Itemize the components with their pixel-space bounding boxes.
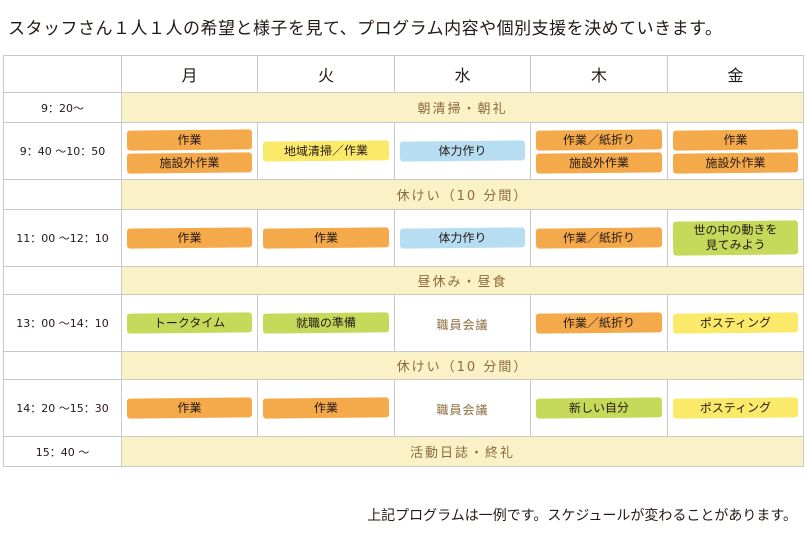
time-cell: 11：00 〜12：10 [3,209,122,267]
activity-label: 作業／紙折り [535,128,663,151]
day-header-row: 月 火 水 木 金 [3,55,804,93]
activity-label: 地域清掃／作業 [262,140,390,162]
all-days-activity-band: 活動日誌・終礼 [121,436,804,467]
activity-cell-monday: 作業 [121,209,258,267]
day-monday: 月 [121,55,258,93]
all-days-activity-band: 朝清掃・朝礼 [121,92,804,123]
all-days-activity-band: 休けい（10 分間） [121,351,804,380]
time-cell: 15：40 〜 [3,436,122,467]
activity-label: 作業 [262,227,390,249]
band-row: 15：40 〜活動日誌・終礼 [3,436,804,467]
day-friday: 金 [667,55,804,93]
activity-cell-friday: 世の中の動きを 見てみよう [667,209,804,267]
activity-cell-thursday: 作業／紙折り [530,294,668,352]
activity-label: 作業 [262,397,390,419]
activity-cell-thursday: 作業／紙折り施設外作業 [530,122,668,180]
activity-label: ポスティング [672,312,799,334]
time-cell [3,179,122,210]
band-row: 休けい（10 分間） [3,351,804,380]
activity-label: トークタイム [126,312,253,334]
activity-label: 職員会議 [436,402,489,417]
activity-label: 作業 [126,227,253,249]
footer-note: 上記プログラムは一例です。スケジュールが変わることがあります。 [367,508,797,524]
activity-cell-friday: ポスティング [667,294,804,352]
activity-cell-tuesday: 作業 [257,379,395,437]
time-cell: 13：00 〜14：10 [3,294,122,352]
activity-cell-monday: 作業 [121,379,258,437]
activity-cell-wednesday: 体力作り [394,122,531,180]
all-days-activity-band: 休けい（10 分間） [121,179,804,210]
activity-cell-friday: 作業施設外作業 [667,122,804,180]
activity-cell-monday: トークタイム [121,294,258,352]
activity-cell-thursday: 作業／紙折り [530,209,668,267]
band-row: 9：20〜朝清掃・朝礼 [3,92,804,123]
activity-label: 新しい自分 [535,397,663,419]
activity-cell-tuesday: 地域清掃／作業 [257,122,395,180]
activity-cell-wednesday: 体力作り [394,209,531,267]
activity-cell-tuesday: 就職の準備 [257,294,395,352]
activity-label: 作業 [672,128,799,151]
activity-label: 作業 [126,128,253,151]
time-cell [3,266,122,295]
day-thursday: 木 [530,55,668,93]
activity-cell-tuesday: 作業 [257,209,395,267]
activity-label: 就職の準備 [262,312,390,334]
band-row: 休けい（10 分間） [3,179,804,210]
corner-cell [3,55,122,93]
day-wednesday: 水 [394,55,531,93]
activity-cell-monday: 作業施設外作業 [121,122,258,180]
time-cell: 14：20 〜15：30 [3,379,122,437]
activity-label: 職員会議 [436,317,489,332]
activity-cell-wednesday: 職員会議 [394,294,531,352]
activity-label: 施設外作業 [535,151,663,174]
all-days-activity-band: 昼休み・昼食 [121,266,804,295]
activity-label: ポスティング [672,397,799,419]
day-tuesday: 火 [257,55,395,93]
activity-label: 作業／紙折り [535,312,663,334]
page-heading: スタッフさん１人１人の希望と様子を見て、プログラム内容や個別支援を決めていきます… [8,19,723,39]
activity-cell-friday: ポスティング [667,379,804,437]
activity-label: 施設外作業 [126,151,253,174]
time-cell: 9：40 〜10：50 [3,122,122,180]
band-row: 昼休み・昼食 [3,266,804,295]
time-cell: 9：20〜 [3,92,122,123]
activity-label: 体力作り [399,227,526,249]
activity-cell-thursday: 新しい自分 [530,379,668,437]
activity-label: 施設外作業 [672,151,799,174]
activity-cell-wednesday: 職員会議 [394,379,531,437]
activity-label: 作業 [126,397,253,419]
activity-label: 体力作り [399,140,526,162]
time-cell [3,351,122,380]
activity-label: 作業／紙折り [535,227,663,249]
activity-label: 世の中の動きを 見てみよう [672,220,799,256]
